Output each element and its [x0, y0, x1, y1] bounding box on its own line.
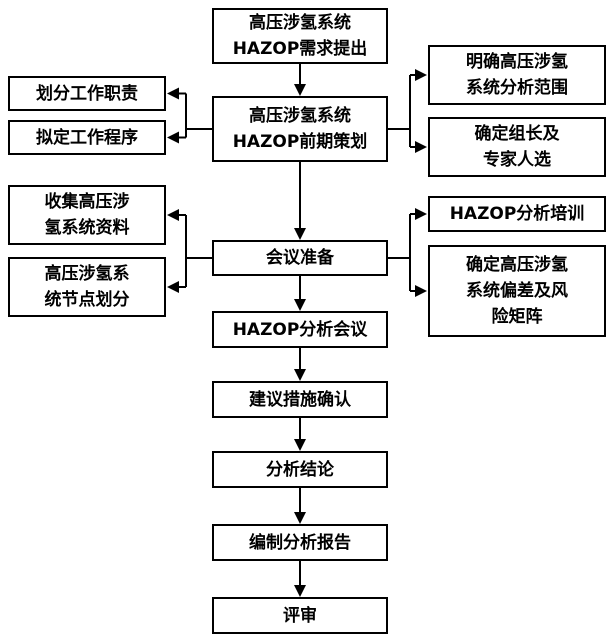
node-review: 评审	[212, 597, 388, 634]
connector-plan-to-right	[388, 69, 427, 153]
node-hazop-training: HAZOP分析培训	[428, 196, 606, 232]
connector-prep-to-left	[167, 209, 212, 293]
node-hazop-requirement: 高压涉氢系统 HAZOP需求提出	[212, 8, 388, 64]
node-deviation-risk-matrix: 确定高压涉氢 系统偏差及风 险矩阵	[428, 245, 606, 337]
node-define-analysis-scope: 明确高压涉氢 系统分析范围	[428, 45, 606, 105]
node-hazop-analysis-meeting: HAZOP分析会议	[212, 311, 388, 348]
node-meeting-preparation: 会议准备	[212, 240, 388, 276]
node-analysis-conclusion: 分析结论	[212, 451, 388, 488]
connector-plan-to-left	[167, 87, 212, 144]
node-divide-responsibilities: 划分工作职责	[8, 76, 166, 111]
node-system-node-division: 高压涉氢系 统节点划分	[8, 257, 166, 317]
node-select-leader-experts: 确定组长及 专家人选	[428, 117, 606, 177]
node-compile-report: 编制分析报告	[212, 524, 388, 561]
connector-prep-to-right	[388, 208, 427, 297]
node-hazop-preliminary-plan: 高压涉氢系统 HAZOP前期策划	[212, 96, 388, 162]
node-draft-procedures: 拟定工作程序	[8, 120, 166, 155]
node-measures-confirmation: 建议措施确认	[212, 381, 388, 418]
node-collect-system-data: 收集高压涉 氢系统资料	[8, 185, 166, 245]
